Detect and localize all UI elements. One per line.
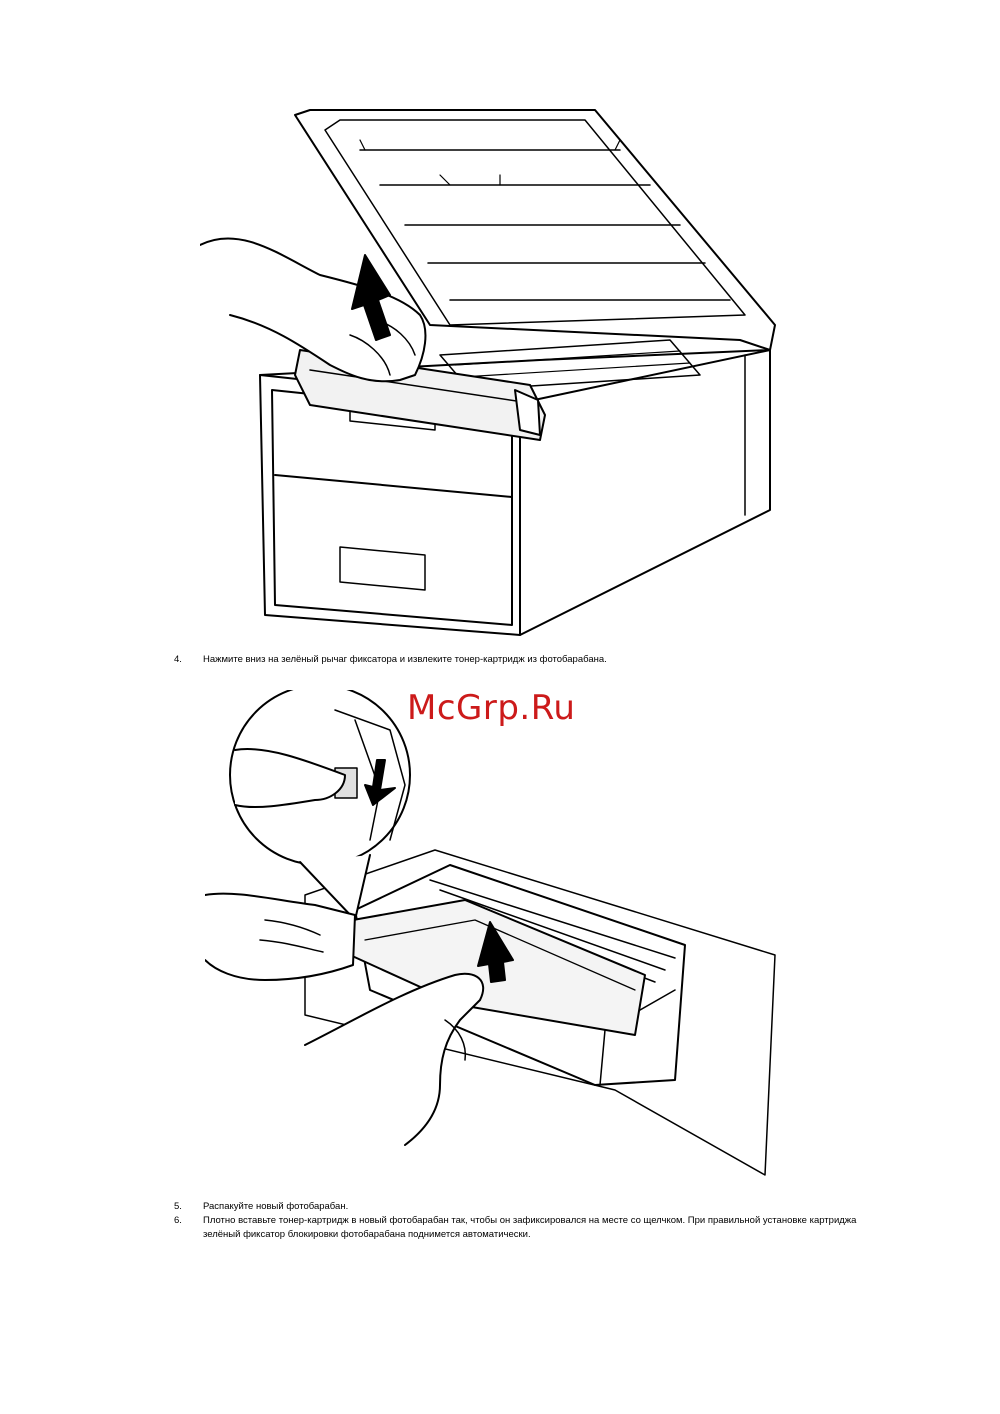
step-text: Плотно вставьте тонер-картридж в новый ф… <box>203 1215 857 1226</box>
step-text: Нажмите вниз на зелёный рычаг фиксатора … <box>203 654 607 665</box>
step-number: 6. <box>174 1215 182 1226</box>
step-number: 4. <box>174 654 182 665</box>
printer-open-lid-illustration <box>200 109 776 636</box>
drum-unit-separation-illustration <box>205 690 776 1176</box>
step-text: Распакуйте новый фотобарабан. <box>203 1201 349 1212</box>
watermark-logo: McGrp.Ru <box>407 688 576 728</box>
step-number: 5. <box>174 1201 182 1212</box>
step-text-continued: зелёный фиксатор блокировки фотобарабана… <box>203 1229 531 1240</box>
